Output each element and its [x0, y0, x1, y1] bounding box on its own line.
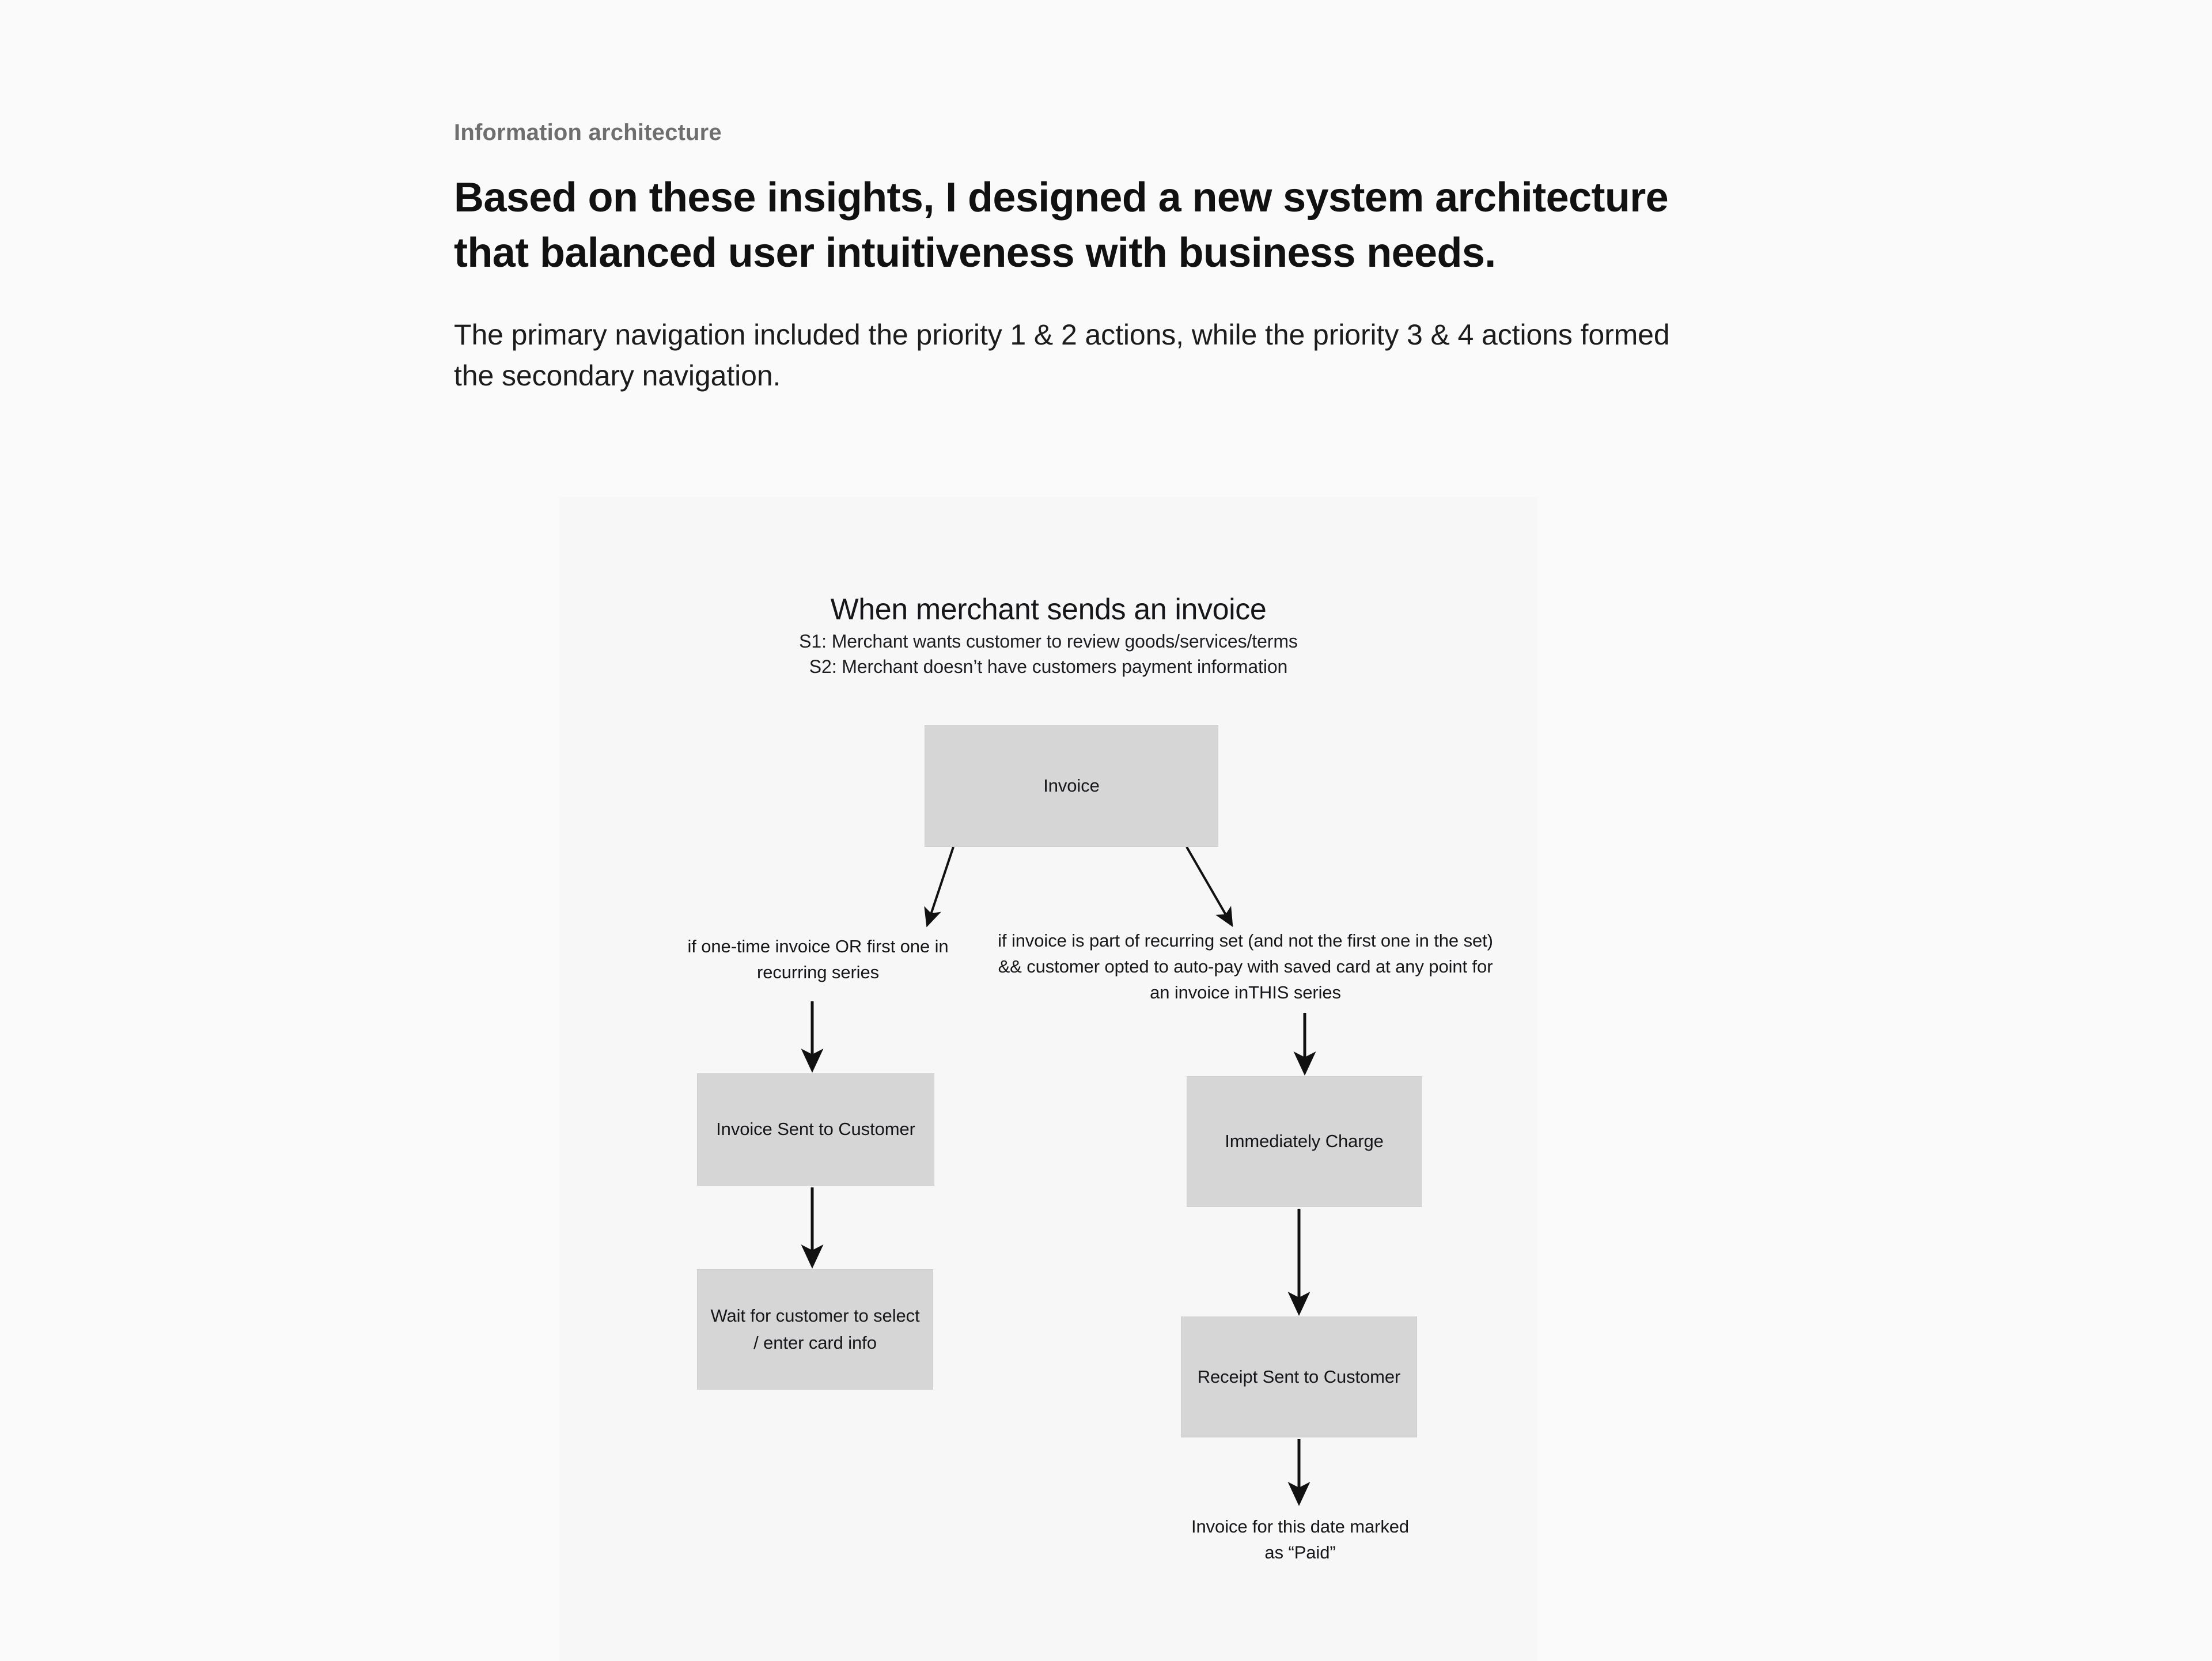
diagram-scenario-2: S2: Merchant doesn’t have customers paym… — [809, 656, 1288, 677]
flow-label-branch-right: if invoice is part of recurring set (and… — [998, 930, 1493, 1002]
flow-node-receipt-sent[interactable]: Receipt Sent to Customer — [1181, 1316, 1417, 1437]
section-eyebrow: Information architecture — [454, 120, 722, 145]
flow-node-immediately-charge[interactable]: Immediately Charge — [1187, 1076, 1422, 1207]
header-block: Information architecture Based on these … — [454, 119, 1721, 396]
diagram-scenario-1: S1: Merchant wants customer to review go… — [799, 631, 1298, 652]
flow-label-invoice-paid: Invoice for this date marked as “Paid” — [1191, 1516, 1409, 1562]
flow-node-invoice[interactable]: Invoice — [925, 725, 1218, 847]
flow-label-branch-left: if one-time invoice OR first one in recu… — [687, 936, 949, 982]
page-subcopy: The primary navigation included the prio… — [454, 318, 1670, 392]
flow-diagram-panel: When merchant sends an invoice S1: Merch… — [559, 497, 1538, 1661]
diagram-title: When merchant sends an invoice — [830, 593, 1267, 626]
page-title: Based on these insights, I designed a ne… — [454, 175, 1669, 276]
flow-node-wait-for-customer[interactable]: Wait for customer to select / enter card… — [697, 1269, 933, 1390]
flow-node-invoice-sent[interactable]: Invoice Sent to Customer — [697, 1073, 934, 1186]
